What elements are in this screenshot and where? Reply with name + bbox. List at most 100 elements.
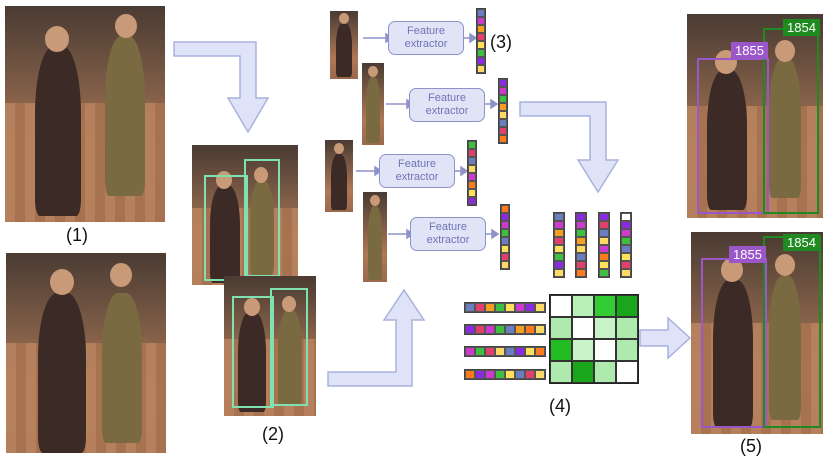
vector-cell	[535, 347, 545, 356]
step-5-label: (5)	[740, 436, 762, 456]
vector-cell	[468, 149, 476, 157]
vector-cell	[576, 229, 586, 237]
vector-cell	[465, 347, 475, 356]
vector-cell	[515, 370, 525, 379]
vector-cell	[621, 269, 631, 277]
matrix-cell	[594, 339, 616, 361]
matrix-cell	[572, 295, 594, 317]
step-2-label: (2)	[262, 424, 284, 444]
track-id-left: 1855	[729, 246, 766, 263]
feature-vector	[500, 204, 510, 270]
track-box-right	[763, 236, 821, 428]
vector-cell	[468, 189, 476, 197]
row-feature-vector	[464, 302, 546, 313]
vector-cell	[576, 221, 586, 229]
vector-cell	[468, 181, 476, 189]
vector-cell	[475, 347, 485, 356]
vector-cell	[621, 237, 631, 245]
vector-cell	[499, 111, 507, 119]
matrix-cell	[594, 295, 616, 317]
vector-cell	[499, 87, 507, 95]
vector-cell	[535, 325, 545, 334]
vector-cell	[499, 103, 507, 111]
vector-cell	[495, 303, 505, 312]
vector-cell	[554, 269, 564, 277]
crop-thumbnail	[363, 192, 387, 282]
output-frame-1: 1855 1854	[687, 14, 823, 218]
arrow-right-icon	[639, 316, 692, 360]
vector-cell	[525, 325, 535, 334]
matrix-cell	[550, 361, 572, 383]
vector-cell	[554, 261, 564, 269]
arrow-right-down-icon	[173, 41, 270, 134]
step-3-label: (3)	[490, 32, 512, 52]
vector-cell	[505, 347, 515, 356]
vector-cell	[475, 370, 485, 379]
vector-cell	[576, 245, 586, 253]
vector-cell	[599, 253, 609, 261]
vector-cell	[554, 245, 564, 253]
track-box-right	[763, 28, 819, 214]
vector-cell	[477, 25, 485, 33]
track-id-right: 1854	[783, 234, 820, 251]
vector-cell	[535, 303, 545, 312]
input-frame-2	[6, 253, 166, 453]
similarity-matrix	[549, 294, 639, 384]
vector-cell	[599, 221, 609, 229]
column-feature-vector	[553, 212, 565, 278]
column-feature-vector	[598, 212, 610, 278]
step-4-label: (4)	[549, 396, 571, 416]
vector-cell	[554, 253, 564, 261]
matrix-cell	[594, 317, 616, 339]
matrix-cell	[572, 339, 594, 361]
vector-cell	[501, 253, 509, 261]
vector-cell	[599, 213, 609, 221]
vector-cell	[515, 303, 525, 312]
detection-frame-1	[192, 145, 298, 285]
vector-cell	[499, 135, 507, 143]
vector-cell	[515, 347, 525, 356]
vector-cell	[515, 325, 525, 334]
vector-cell	[505, 303, 515, 312]
vector-cell	[468, 157, 476, 165]
track-box-left	[701, 258, 767, 428]
step-1-label: (1)	[66, 225, 88, 245]
vector-cell	[505, 325, 515, 334]
vector-cell	[465, 370, 475, 379]
vector-cell	[501, 213, 509, 221]
vector-cell	[495, 325, 505, 334]
column-feature-vector	[620, 212, 632, 278]
vector-cell	[554, 237, 564, 245]
matrix-cell	[616, 361, 638, 383]
vector-cell	[621, 221, 631, 229]
output-frame-2: 1855 1854	[691, 232, 823, 434]
matrix-cell	[550, 295, 572, 317]
vector-cell	[621, 253, 631, 261]
vector-cell	[485, 303, 495, 312]
crop-box	[270, 288, 308, 406]
matrix-cell	[594, 361, 616, 383]
detection-frame-2	[224, 276, 316, 416]
vector-cell	[485, 370, 495, 379]
input-frame-1	[5, 6, 165, 222]
vector-cell	[499, 119, 507, 127]
vector-cell	[505, 370, 515, 379]
track-id-right: 1854	[783, 19, 820, 36]
vector-cell	[465, 325, 475, 334]
vector-cell	[554, 213, 564, 221]
vector-cell	[495, 370, 505, 379]
vector-cell	[475, 325, 485, 334]
track-box-left	[697, 58, 769, 214]
vector-cell	[501, 261, 509, 269]
vector-cell	[576, 213, 586, 221]
vector-cell	[525, 370, 535, 379]
vector-cell	[468, 165, 476, 173]
vector-cell	[485, 325, 495, 334]
vector-cell	[599, 237, 609, 245]
vector-cell	[525, 347, 535, 356]
arrow-right-up-icon	[327, 288, 426, 387]
crop-thumbnail	[362, 63, 384, 145]
